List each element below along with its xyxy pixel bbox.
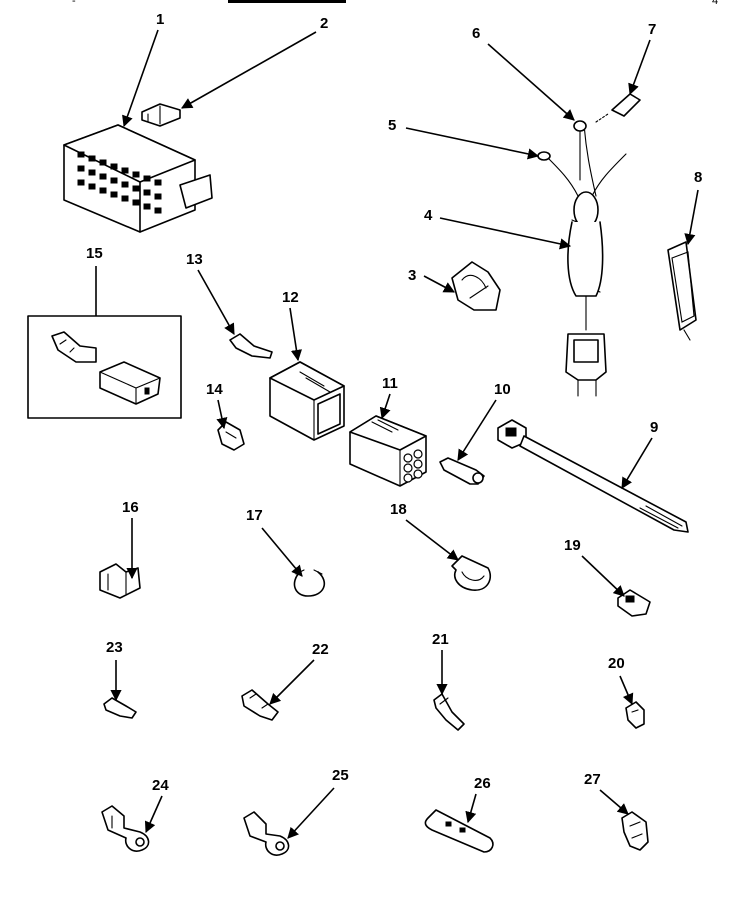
callout-10: 10 [494, 381, 511, 398]
callout-7: 7 [648, 21, 656, 38]
part-8-bracket [667, 241, 697, 341]
part-22-terminal [241, 689, 279, 721]
part-21-terminal [433, 693, 465, 731]
header-left-mark: - [72, 0, 76, 7]
callout-2: 2 [320, 15, 328, 32]
part-23-terminal [103, 697, 137, 719]
part-6-ring-terminal [573, 120, 587, 132]
callout-25: 25 [332, 767, 349, 784]
part-9-cable-tie [497, 419, 689, 533]
part-15-kit [27, 315, 182, 419]
callout-4: 4 [424, 207, 433, 224]
callout-17: 17 [246, 507, 263, 524]
callout-21: 21 [432, 631, 449, 648]
callout-15: 15 [86, 245, 103, 262]
header-right-mark: 4 [712, 0, 718, 7]
callout-9: 9 [650, 419, 658, 436]
header-center-text [228, 0, 346, 3]
part-19-connector [617, 589, 651, 617]
part-12-connector-housing [269, 361, 345, 441]
part-10-pin-terminal [439, 457, 485, 485]
part-24-ring-terminal [101, 805, 150, 852]
callout-26: 26 [474, 775, 491, 792]
part-7-wire-nut [595, 93, 641, 123]
part-13-terminal [229, 333, 273, 359]
part-11-connector [349, 415, 427, 487]
callout-27: 27 [584, 771, 601, 788]
callout-22: 22 [312, 641, 329, 658]
callout-23: 23 [106, 639, 123, 656]
callout-24: 24 [152, 777, 169, 794]
callout-8: 8 [694, 169, 702, 186]
part-4-power-cord [545, 121, 627, 397]
part-18-clamp [451, 555, 492, 591]
part-16-clip [99, 563, 141, 599]
callout-6: 6 [472, 25, 480, 42]
callout-1: 1 [156, 11, 164, 28]
callout-13: 13 [186, 251, 203, 268]
callout-12: 12 [282, 289, 299, 306]
part-1-terminal-block [63, 124, 213, 233]
part-3-clip [451, 261, 501, 311]
callout-11: 11 [382, 375, 398, 392]
part-14-clip [217, 421, 245, 451]
callout-20: 20 [608, 655, 625, 672]
callout-18: 18 [390, 501, 407, 518]
callout-5: 5 [388, 117, 396, 134]
callout-19: 19 [564, 537, 581, 554]
part-17-ring-clip [293, 569, 326, 597]
part-5-ring-terminal [537, 151, 551, 161]
part-26-insulator [424, 809, 494, 853]
callout-14: 14 [206, 381, 223, 398]
part-25-ring-terminal [243, 811, 290, 856]
callout-16: 16 [122, 499, 139, 516]
callout-3: 3 [408, 267, 416, 284]
part-27-terminal [621, 811, 649, 851]
part-20-terminal [625, 701, 645, 729]
part-2-clip [141, 103, 181, 127]
